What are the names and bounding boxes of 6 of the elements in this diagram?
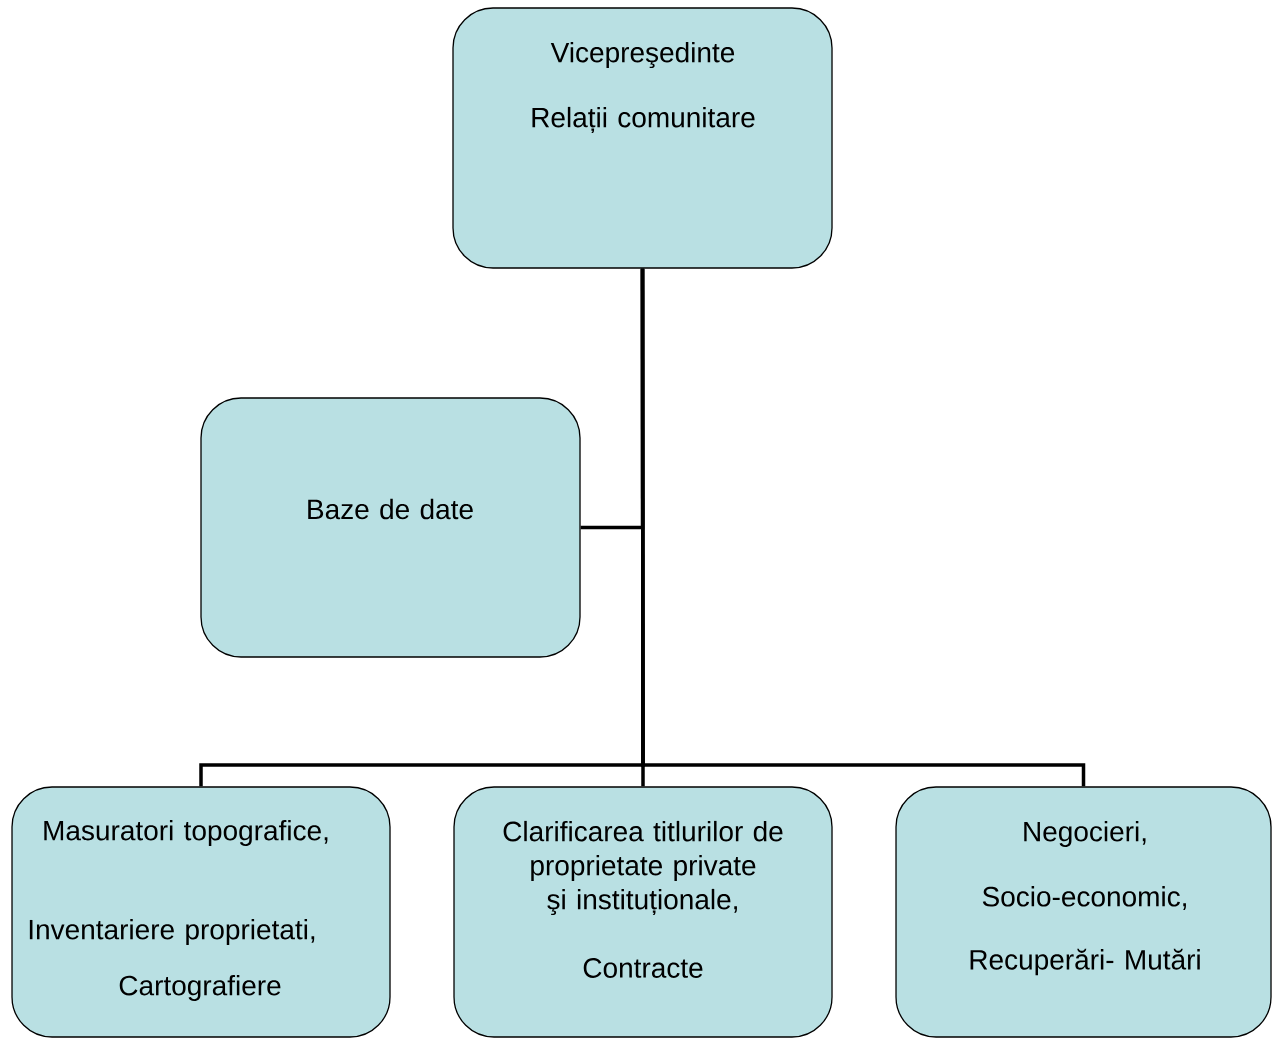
org-box: Clarificarea titlurilor de proprietate private şi instituționale, Contracte [453,786,833,1038]
org-box: Negocieri, Socio-economic, Recuperări- Mutări [895,786,1272,1038]
org-box: Vicepreşedinte Relații comunitare [452,7,833,269]
org-box: Masuratori topografice, Inventariere proprietati, Cartografiere [11,786,391,1038]
org-box: Baze de date [200,397,581,658]
connector-line [640,268,1086,787]
